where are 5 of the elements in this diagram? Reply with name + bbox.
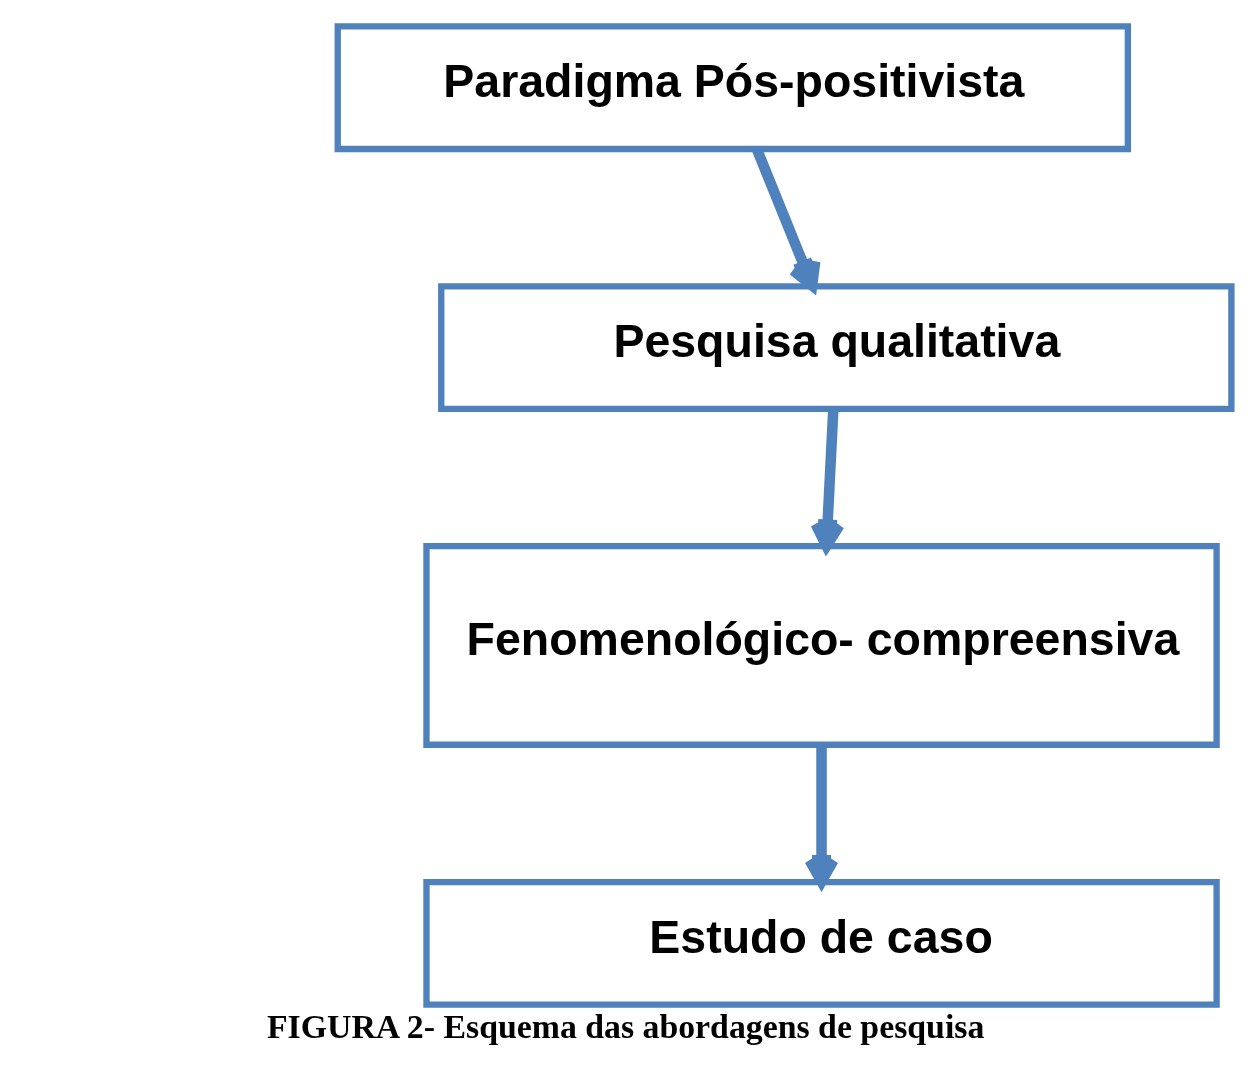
node-box: Pesquisa qualitativa <box>438 283 1235 413</box>
caption: FIGURA 2- Esquema das abordagens de pesquisa <box>266 1008 985 1045</box>
node-box: Paradigma Pós-positivista <box>334 23 1132 153</box>
node-box: Fenomenológico- compreensiva <box>423 543 1220 748</box>
node-box: Estudo de caso <box>423 878 1220 1008</box>
